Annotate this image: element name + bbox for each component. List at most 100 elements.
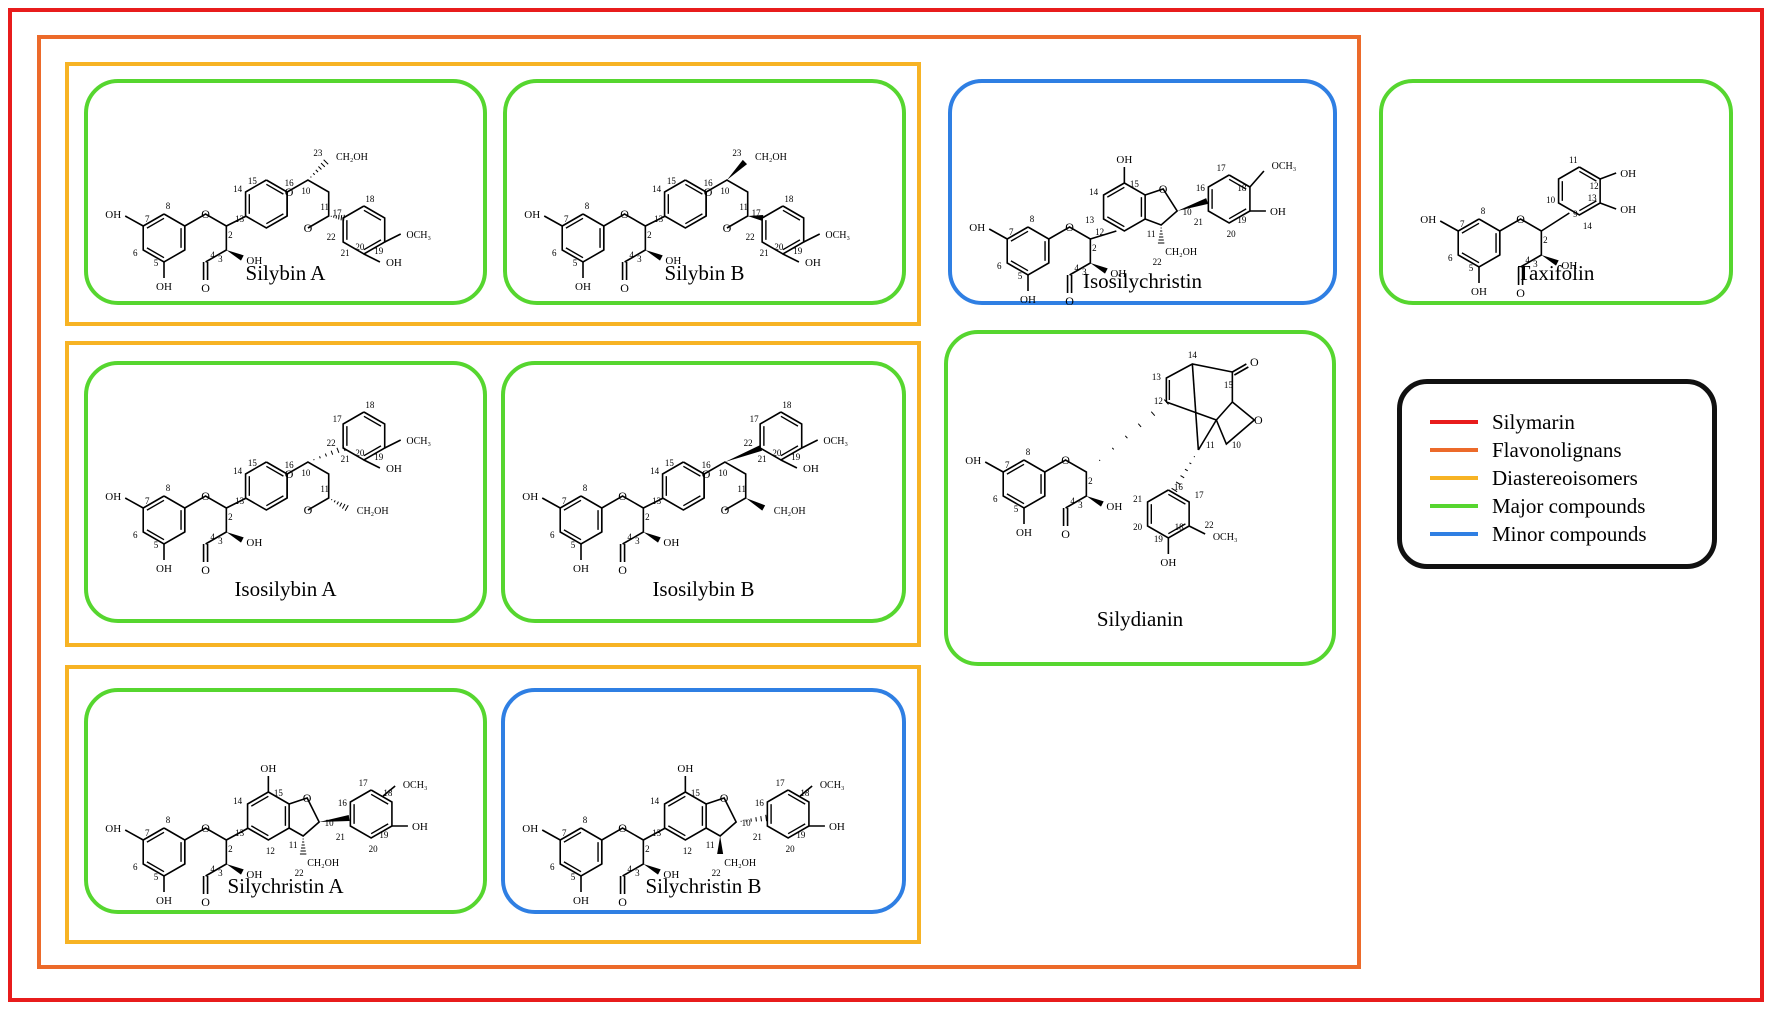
atom-label: 17 (1195, 490, 1205, 500)
hydroxyl-19: OH (1270, 206, 1286, 218)
atom-label: 16 (285, 178, 295, 188)
atom-label: 16 (1174, 482, 1184, 492)
ring-oxygen: O (201, 821, 210, 835)
atom-label: 6 (550, 530, 555, 540)
bond (382, 785, 396, 797)
bond (780, 415, 799, 427)
bond (1249, 170, 1265, 188)
bond (1102, 182, 1146, 232)
legend-label: Diastereoisomers (1492, 465, 1638, 490)
atom-label: 2 (228, 230, 233, 240)
bond (323, 159, 329, 165)
compound-name-silychristin-a: Silychristin A (227, 874, 344, 898)
atom-label: 12 (1154, 396, 1163, 406)
ring-oxygen: O (1065, 220, 1074, 234)
atom-label: 19 (791, 452, 801, 462)
hydroxyl-7: OH (105, 209, 121, 221)
hydroxyl-5: OH (1020, 294, 1036, 306)
silymarin-frame (8, 8, 1764, 1002)
atom-label: 11 (737, 484, 746, 494)
diastereoisomers-frame-isosilybin (65, 341, 921, 647)
atom-label: 8 (166, 201, 171, 211)
atom-label: 20 (774, 242, 784, 252)
ring-oxygen: O (285, 185, 294, 199)
atom-label: 11 (320, 484, 329, 494)
atom-label: 3 (635, 536, 640, 546)
atom-label: 8 (1030, 214, 1035, 224)
hydroxyl-20: OH (386, 463, 402, 475)
carbonyl-oxygen: O (618, 563, 627, 577)
atom-label: 7 (145, 496, 150, 506)
hydroxyl-7: OH (522, 491, 538, 503)
atom-label: 3 (637, 254, 642, 264)
bond (384, 439, 402, 449)
hydroxyl-7: OH (524, 209, 540, 221)
atom-label: 5 (571, 540, 576, 550)
atom-label: 6 (1448, 253, 1453, 263)
legend-swatch (1430, 532, 1478, 536)
methoxy: OCH₃ (403, 780, 428, 791)
bond (1498, 218, 1543, 268)
bond (602, 213, 647, 263)
hydroxyl-7: OH (1420, 214, 1436, 226)
bond (1137, 423, 1142, 428)
atom-label: 3 (218, 254, 223, 264)
atom-label: 12 (683, 846, 692, 856)
atom-label: 11 (1569, 155, 1578, 165)
atom-label: 3 (1082, 267, 1087, 277)
bond (286, 179, 330, 229)
hydroxyl-7: OH (965, 455, 981, 467)
bond (705, 797, 738, 837)
ring-oxygen: O (1159, 182, 1168, 196)
atom-label: 15 (665, 458, 675, 468)
ring-oxygen: O (303, 791, 312, 805)
bond (363, 445, 382, 457)
isosilychristin-structure: OOOHOHOH2345678OHOOCH₃OHCH₂OH10111213141… (969, 154, 1296, 308)
atom-label: 7 (1005, 460, 1010, 470)
atom-label: 2 (228, 844, 233, 854)
atom-label: 17 (776, 778, 786, 788)
ring-oxygen: O (618, 489, 627, 503)
bond (288, 797, 321, 837)
hydroxyl-20: OH (805, 257, 821, 269)
bond (1106, 216, 1125, 228)
bond (541, 497, 561, 509)
atom-label: 18 (1175, 522, 1185, 532)
bond (755, 817, 757, 822)
atom-label: 13 (1588, 193, 1598, 203)
atom-label: 10 (1183, 207, 1193, 217)
wedge-bond (226, 250, 244, 261)
bond (341, 503, 346, 509)
atom-label: 6 (133, 248, 138, 258)
atom-label: 2 (1092, 243, 1097, 253)
atom-label: 5 (571, 872, 576, 882)
atom-label: 15 (1130, 179, 1140, 189)
atom-label: 14 (1188, 350, 1198, 360)
atom-label: 15 (248, 458, 257, 468)
atom-label: 11 (1206, 440, 1215, 450)
atom-label: 8 (166, 815, 171, 825)
compound-name-isosilybin-b: Isosilybin B (652, 577, 755, 601)
atom-label: 23 (313, 148, 323, 158)
atom-label: 17 (752, 208, 762, 218)
ring-oxygen: O (720, 791, 729, 805)
bond (124, 497, 144, 509)
ring-oxygen: O (1061, 453, 1070, 467)
carbonyl-oxygen: O (1061, 527, 1070, 541)
atom-label: 21 (1194, 217, 1203, 227)
atom-label: 3 (1533, 259, 1538, 269)
wedge-bond (226, 864, 244, 875)
bond (803, 233, 821, 243)
carbonyl-oxygen: O (201, 281, 210, 295)
atom-label: 6 (133, 862, 138, 872)
atom-label: 22 (712, 868, 721, 878)
atom-label: 22 (744, 438, 753, 448)
ring-oxygen: O (618, 821, 627, 835)
hydroxymethyl: CH₂OH (307, 858, 339, 869)
